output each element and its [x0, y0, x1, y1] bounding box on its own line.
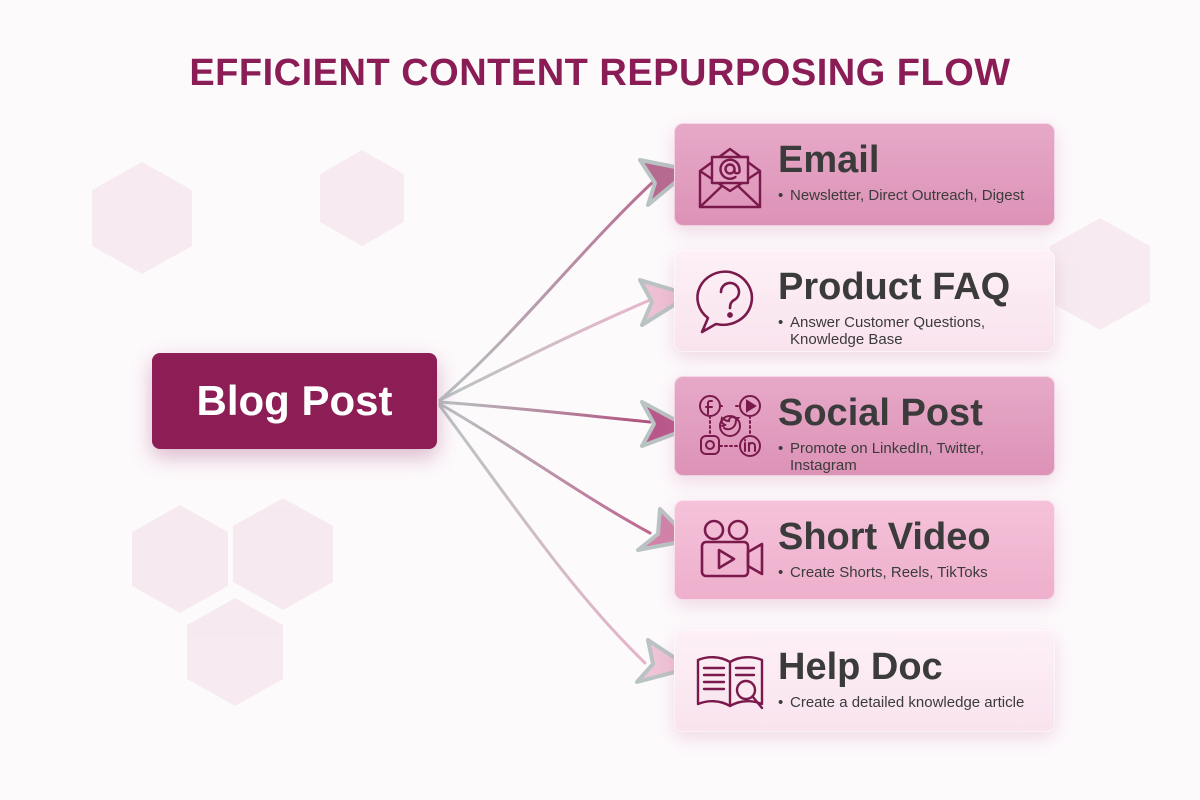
- card-description: •Answer Customer Questions, Knowledge Ba…: [778, 314, 1048, 348]
- connector-short-video: [438, 402, 652, 535]
- card-description-text: Create a detailed knowledge article: [790, 694, 1025, 711]
- output-card-help-doc: Help Doc •Create a detailed knowledge ar…: [674, 630, 1055, 732]
- video-camera-icon: [700, 519, 764, 578]
- card-description-text: Newsletter, Direct Outreach, Digest: [790, 187, 1025, 204]
- card-title: Email: [778, 139, 880, 181]
- social-media-icons: [699, 395, 761, 457]
- output-card-email: Email •Newsletter, Direct Outreach, Dige…: [674, 123, 1055, 226]
- connector-email: [438, 178, 657, 402]
- card-description: •Promote on LinkedIn, Twitter, Instagram: [778, 440, 1048, 474]
- card-title: Product FAQ: [778, 266, 1011, 308]
- card-title: Help Doc: [778, 646, 943, 688]
- output-card-social-post: Social Post •Promote on LinkedIn, Twitte…: [674, 376, 1055, 476]
- page-title: EFFICIENT CONTENT REPURPOSING FLOW: [189, 52, 1011, 94]
- connector-product-faq: [438, 298, 652, 402]
- card-description-text: Promote on LinkedIn, Twitter, Instagram: [790, 440, 984, 474]
- connector-help-doc: [438, 404, 647, 665]
- question-bubble-icon: [696, 270, 754, 334]
- card-description: •Create a detailed knowledge article: [778, 694, 1048, 711]
- arrowhead-social-post: [640, 400, 692, 448]
- card-description-text: Create Shorts, Reels, TikToks: [790, 564, 988, 581]
- output-card-product-faq: Product FAQ •Answer Customer Questions, …: [674, 250, 1055, 352]
- book-search-icon: [696, 656, 764, 710]
- card-title: Short Video: [778, 516, 991, 558]
- output-card-short-video: Short Video •Create Shorts, Reels, TikTo…: [674, 500, 1055, 600]
- card-description-text: Answer Customer Questions, Knowledge Bas…: [790, 314, 986, 348]
- connector-social-post: [438, 400, 652, 424]
- email-envelope-icon: [698, 147, 762, 209]
- source-node-blog-post: Blog Post: [152, 353, 437, 449]
- source-label: Blog Post: [196, 377, 393, 424]
- card-description: •Newsletter, Direct Outreach, Digest: [778, 187, 1048, 204]
- card-description: •Create Shorts, Reels, TikToks: [778, 564, 1048, 581]
- card-title: Social Post: [778, 392, 983, 434]
